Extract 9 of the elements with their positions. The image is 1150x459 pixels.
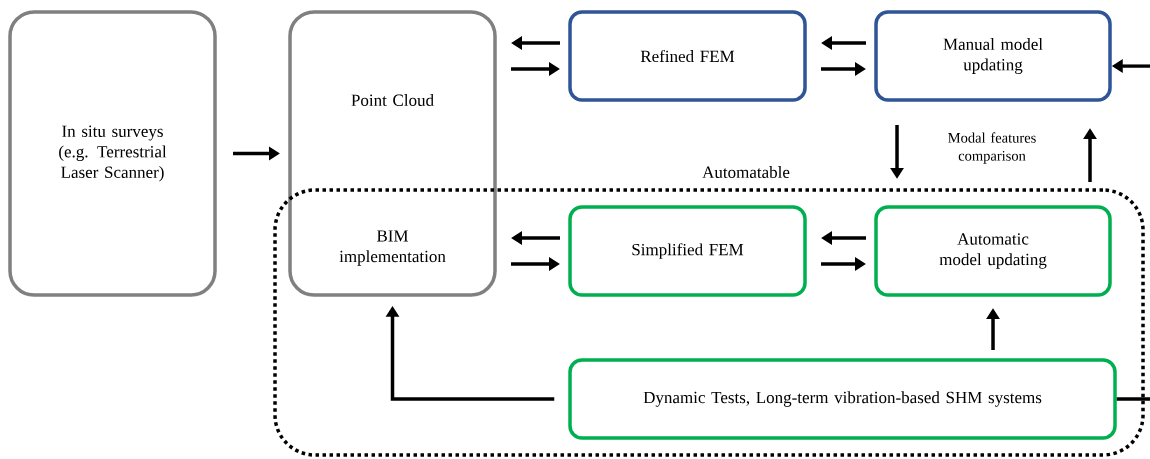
- process-box: Dynamic Tests, Long-term vibration-based SHM systems: [568, 358, 1117, 440]
- process-box: Refined FEM: [568, 10, 807, 102]
- process-box: Automatic model updating: [874, 205, 1112, 297]
- process-box: Point Cloud BIM implementation: [288, 10, 497, 297]
- process-box: Manual model updating: [874, 10, 1112, 102]
- process-box: Simplified FEM: [568, 205, 807, 297]
- process-box: In situ surveys (e.g. Terrestrial Laser Scanner): [8, 10, 217, 297]
- note-text: Modal features comparison: [948, 132, 1036, 164]
- node-label: Automatable: [702, 166, 790, 178]
